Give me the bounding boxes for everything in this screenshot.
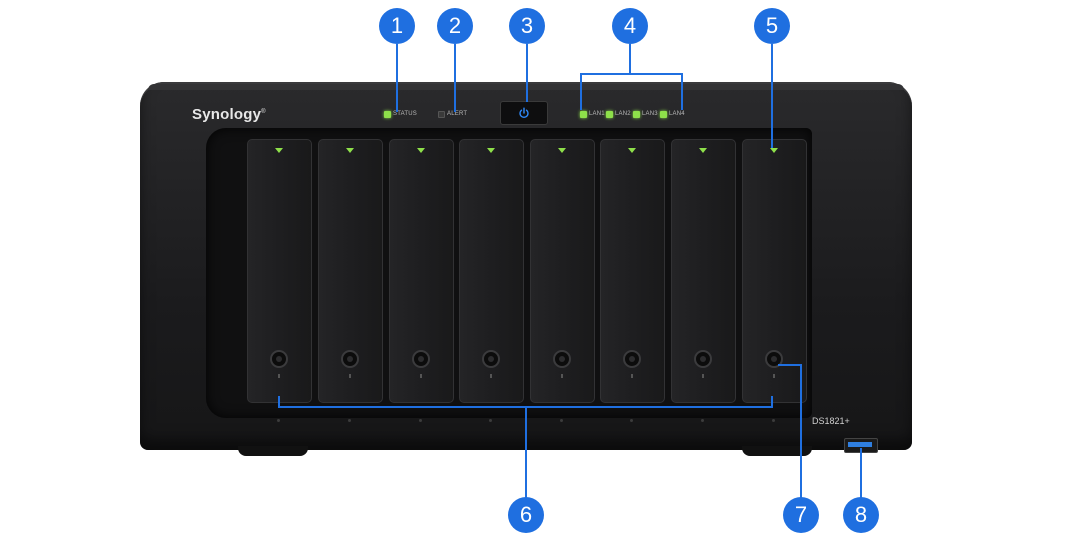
drive-tray-7[interactable]: [671, 139, 736, 403]
lan1-led: [580, 111, 587, 118]
drive-status-led: [487, 148, 495, 153]
drive-tray-8[interactable]: [742, 139, 807, 403]
alert-label: ALERT: [447, 111, 468, 117]
status-led: [384, 111, 391, 118]
tray-lock-icon[interactable]: [341, 350, 359, 368]
base-marker: [560, 419, 563, 422]
drive-status-led: [558, 148, 566, 153]
leader-line-8: [860, 448, 862, 498]
callout-2: 2: [437, 8, 473, 44]
base-marker: [630, 419, 633, 422]
drive-status-led: [770, 148, 778, 153]
base-marker: [348, 419, 351, 422]
power-icon: [519, 107, 529, 119]
drive-status-led: [275, 148, 283, 153]
callout-7: 7: [783, 497, 819, 533]
callout-4: 4: [612, 8, 648, 44]
leader-line-1: [396, 44, 398, 112]
callout-5: 5: [754, 8, 790, 44]
alert-led: [438, 111, 445, 118]
tray-lock-icon[interactable]: [553, 350, 571, 368]
tray-lock-icon[interactable]: [623, 350, 641, 368]
right-foot: [742, 446, 812, 456]
model-label: DS1821+: [812, 416, 850, 426]
callout-8: 8: [843, 497, 879, 533]
left-foot: [238, 446, 308, 456]
leader-line-2: [454, 44, 456, 112]
lan2-label: LAN2: [615, 111, 631, 117]
drive-tray-6[interactable]: [600, 139, 665, 403]
callout-6: 6: [508, 497, 544, 533]
tray-lock-icon[interactable]: [412, 350, 430, 368]
tray-lock-icon[interactable]: [482, 350, 500, 368]
leader-bracket-4-left: [580, 73, 582, 110]
tray-lock-icon[interactable]: [694, 350, 712, 368]
leader-line-6: [525, 406, 527, 498]
power-button[interactable]: [500, 101, 548, 125]
leader-bracket-4-right: [681, 73, 683, 110]
leader-line-7a: [778, 364, 802, 366]
base-marker: [277, 419, 280, 422]
tray-lock-icon[interactable]: [270, 350, 288, 368]
drive-tray-1[interactable]: [247, 139, 312, 403]
leader-bracket-4: [580, 73, 683, 75]
drive-tray-5[interactable]: [530, 139, 595, 403]
leader-bracket-6-right: [771, 396, 773, 408]
leader-line-3: [526, 44, 528, 102]
lan2-led: [606, 111, 613, 118]
lan3-led: [633, 111, 640, 118]
status-label: STATUS: [393, 111, 417, 117]
base-marker: [489, 419, 492, 422]
drive-status-led: [628, 148, 636, 153]
drive-status-led: [346, 148, 354, 153]
base-marker: [772, 419, 775, 422]
leader-line-4: [629, 44, 631, 74]
leader-line-5: [771, 44, 773, 148]
lan3-label: LAN3: [642, 111, 658, 117]
leader-line-7: [800, 364, 802, 498]
base-marker: [701, 419, 704, 422]
tray-lock-icon[interactable]: [765, 350, 783, 368]
drive-status-led: [417, 148, 425, 153]
leader-bracket-6-left: [278, 396, 280, 408]
drive-tray-2[interactable]: [318, 139, 383, 403]
lan1-label: LAN1: [589, 111, 605, 117]
callout-1: 1: [379, 8, 415, 44]
lan4-label: LAN4: [669, 111, 685, 117]
base-marker: [419, 419, 422, 422]
brand-logo: Synology®: [192, 106, 266, 123]
callout-3: 3: [509, 8, 545, 44]
drive-status-led: [699, 148, 707, 153]
lan4-led: [660, 111, 667, 118]
drive-tray-3[interactable]: [389, 139, 454, 403]
drive-tray-4[interactable]: [459, 139, 524, 403]
